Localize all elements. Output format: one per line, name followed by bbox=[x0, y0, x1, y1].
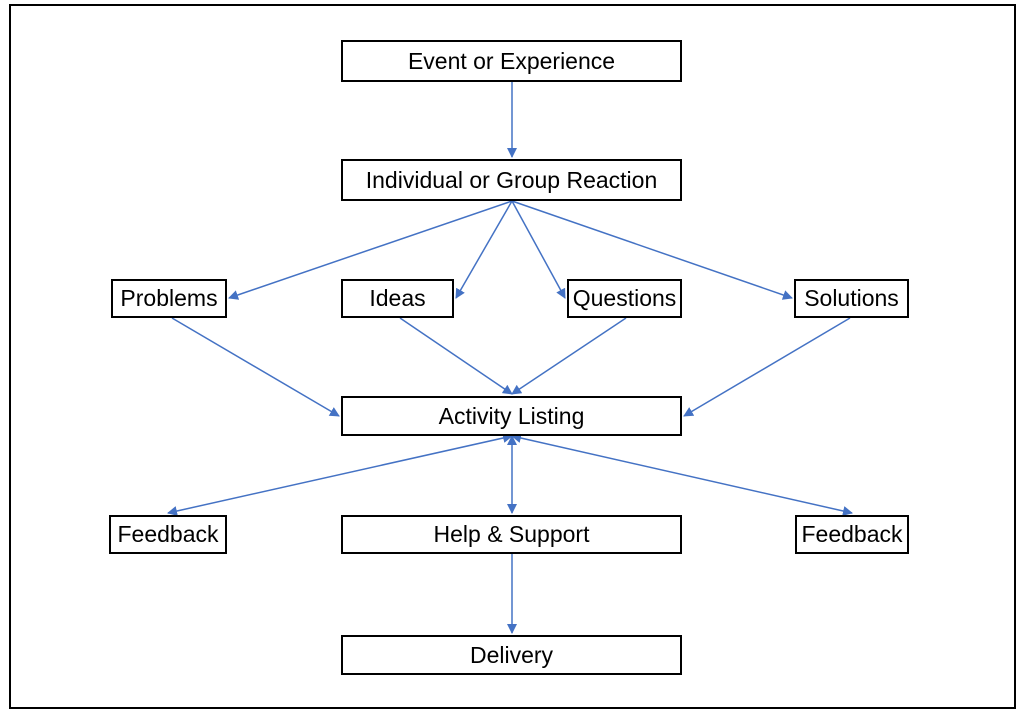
node-delivery: Delivery bbox=[341, 635, 682, 675]
arrow-ideas-to-activity bbox=[399, 317, 513, 395]
diagram-frame bbox=[9, 4, 1016, 709]
node-help-and-support: Help & Support bbox=[341, 515, 682, 554]
node-ideas: Ideas bbox=[341, 279, 454, 318]
node-individual-or-group-reaction: Individual or Group Reaction bbox=[341, 159, 682, 201]
node-event-or-experience: Event or Experience bbox=[341, 40, 682, 82]
arrow-reaction-to-problems bbox=[228, 200, 513, 300]
arrow-questions-to-activity bbox=[511, 317, 627, 395]
arrow-activity-to-feedback_right bbox=[511, 433, 853, 516]
arrow-problems-to-activity bbox=[171, 317, 340, 417]
node-solutions: Solutions bbox=[794, 279, 909, 318]
node-problems: Problems bbox=[111, 279, 227, 318]
node-feedback-left: Feedback bbox=[109, 515, 227, 554]
node-feedback-right: Feedback bbox=[795, 515, 909, 554]
node-questions: Questions bbox=[567, 279, 682, 318]
arrow-reaction-to-solutions bbox=[511, 200, 793, 300]
arrow-reaction-to-questions bbox=[511, 200, 566, 299]
arrow-solutions-to-activity bbox=[683, 317, 851, 417]
arrow-reaction-to-ideas bbox=[455, 200, 513, 299]
node-activity-listing: Activity Listing bbox=[341, 396, 682, 436]
arrow-activity-to-feedback_left bbox=[167, 433, 513, 516]
